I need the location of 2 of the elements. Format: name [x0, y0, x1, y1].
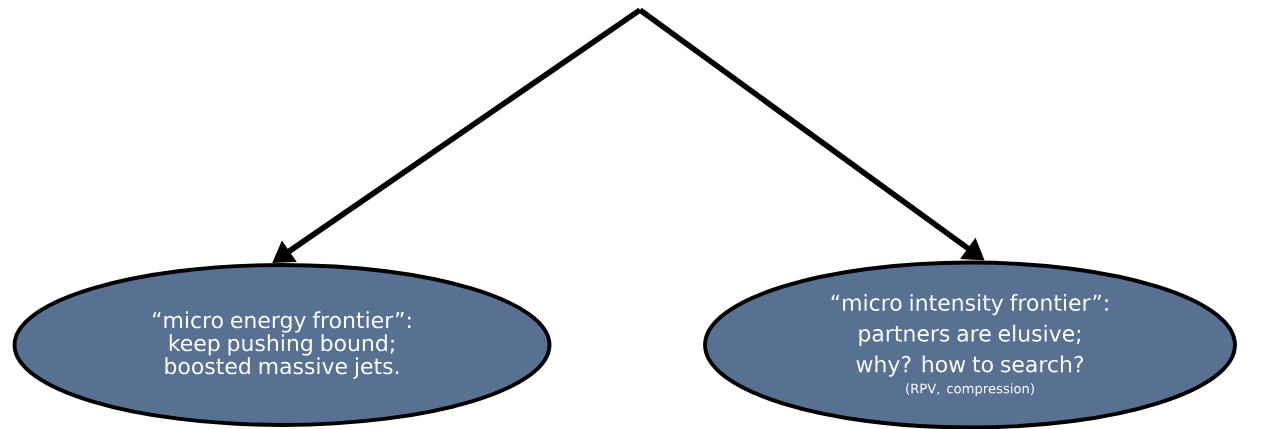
ellipse-node: “micro energy frontier”: keep pushing bound; boosted massive jets. — [12, 263, 552, 427]
ellipse-node: “micro intensity frontier”: partners are elusive; why? how to search? (RPV, compression) — [703, 260, 1237, 429]
